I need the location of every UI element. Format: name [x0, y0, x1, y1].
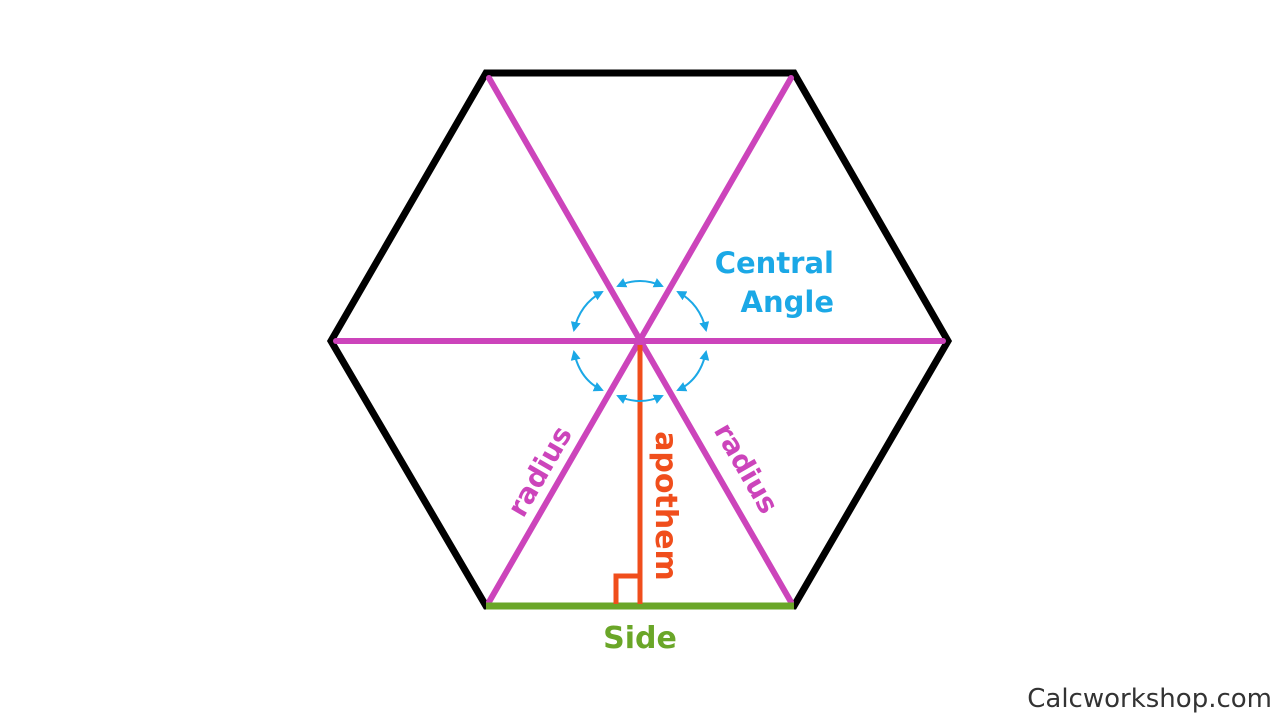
- radius-lines: [333, 75, 946, 605]
- central-angle-arcs: [570, 278, 710, 404]
- watermark: Calcworkshop.com: [1027, 684, 1272, 714]
- central-angle-label-line1: Central: [715, 246, 834, 280]
- right-angle-marker: [613, 573, 640, 604]
- central-angle-label-line2: Angle: [741, 285, 834, 319]
- apothem-group: [613, 345, 643, 604]
- radius-label-right: radius: [707, 417, 785, 519]
- side-label: Side: [603, 621, 677, 656]
- apothem-label: apothem: [648, 431, 683, 581]
